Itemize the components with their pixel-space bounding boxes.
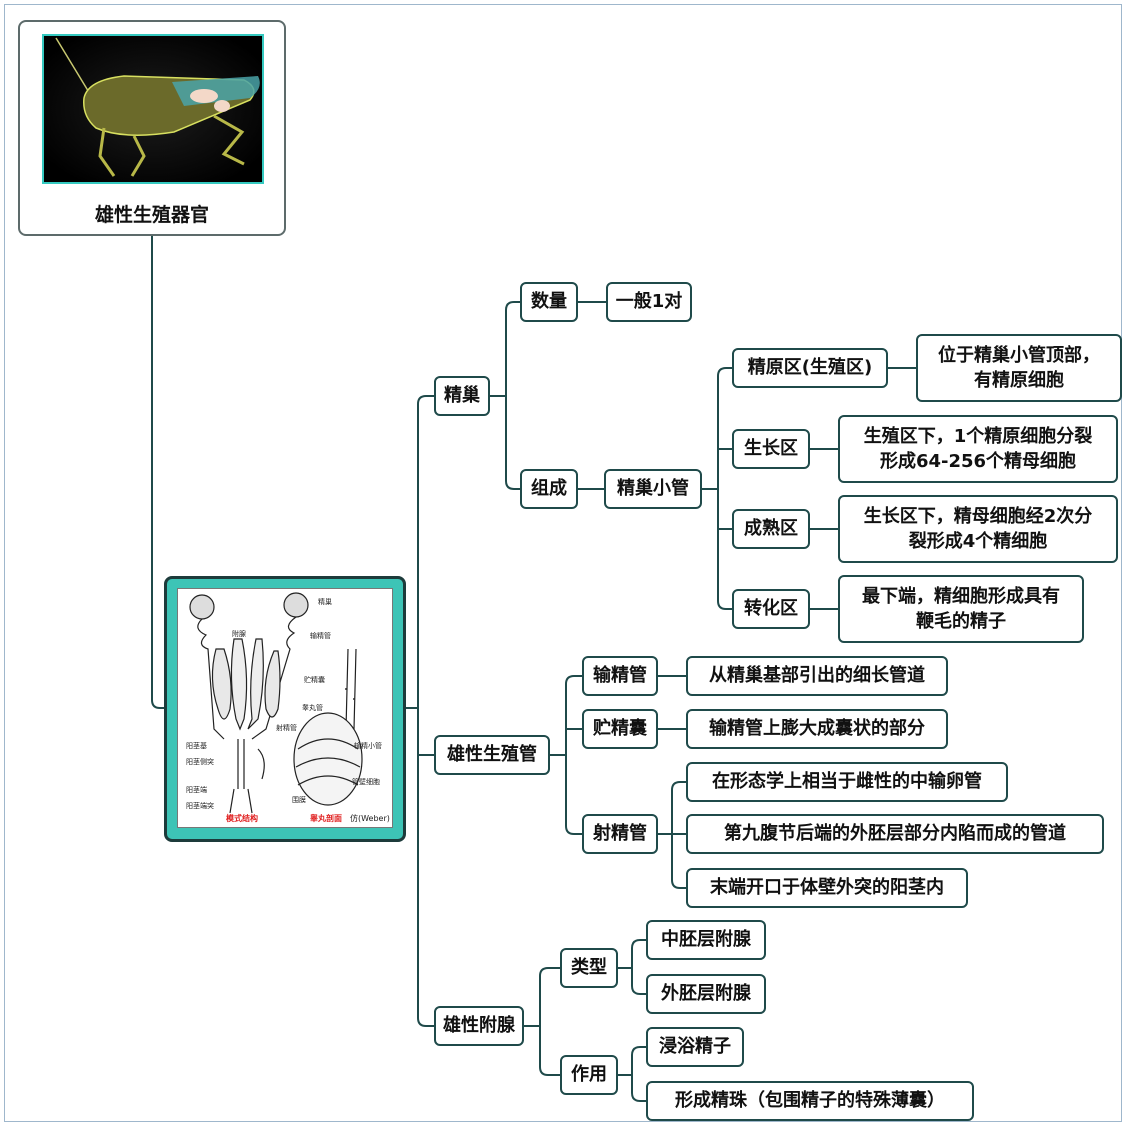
caption-section: 睾丸剖面: [310, 814, 342, 823]
node-ejac-desc3-label: 末端开口于体壁外突的阳茎内: [710, 877, 944, 899]
node-zone2-label: 生长区: [744, 438, 798, 460]
node-func1-label: 浸浴精子: [659, 1036, 731, 1058]
node-zone1-desc[interactable]: 位于精巢小管顶部， 有精原细胞: [916, 334, 1122, 402]
node-vesicle-label: 贮精囊: [593, 718, 647, 740]
node-type2[interactable]: 外胚层附腺: [646, 974, 766, 1014]
node-zone4-desc[interactable]: 最下端，精细胞形成具有 鞭毛的精子: [838, 575, 1084, 643]
node-count-value[interactable]: 一般1对: [606, 282, 692, 322]
node-tubule-label: 精巢小管: [617, 478, 689, 500]
node-composition[interactable]: 组成: [520, 469, 578, 509]
zone2-desc-line2: 形成64-256个精母细胞: [879, 451, 1077, 472]
reproductive-system-drawing: [189, 592, 363, 814]
node-func[interactable]: 作用: [560, 1055, 618, 1095]
node-vesicle-desc-label: 输精管上膨大成囊状的部分: [709, 718, 925, 740]
node-func2[interactable]: 形成精珠（包围精子的特殊薄囊）: [646, 1081, 974, 1121]
label-accessory-gland: 附腺: [232, 630, 246, 638]
node-tubule[interactable]: 精巢小管: [604, 469, 702, 509]
node-zone2-desc[interactable]: 生殖区下，1个精原细胞分裂 形成64-256个精母细胞: [838, 415, 1118, 483]
label-seminal-vesicle: 贮精囊: [304, 676, 325, 684]
zone4-desc-line2: 鞭毛的精子: [916, 611, 1006, 632]
node-testis-label: 精巢: [444, 385, 480, 407]
node-zone1[interactable]: 精原区(生殖区): [732, 348, 888, 388]
label-vas-deferens: 输精管: [310, 632, 331, 640]
node-func1[interactable]: 浸浴精子: [646, 1027, 744, 1067]
node-count[interactable]: 数量: [520, 282, 578, 322]
node-func-label: 作用: [571, 1064, 607, 1086]
node-duct-label: 雄性生殖管: [447, 744, 537, 766]
node-ejac-desc1-label: 在形态学上相当于雌性的中输卵管: [712, 771, 982, 793]
root-title: 雄性生殖器官: [94, 204, 209, 226]
node-vesicle-desc[interactable]: 输精管上膨大成囊状的部分: [686, 709, 948, 749]
label-aedeagus-end-process: 阳茎端突: [186, 802, 214, 810]
node-zone4-label: 转化区: [744, 598, 798, 620]
node-type[interactable]: 类型: [560, 948, 618, 988]
node-type1-label: 中胚层附腺: [661, 929, 751, 951]
node-zone3-label: 成熟区: [744, 518, 798, 540]
node-ejac-desc3[interactable]: 末端开口于体壁外突的阳茎内: [686, 868, 968, 908]
node-zone3-desc[interactable]: 生长区下，精母细胞经2次分 裂形成4个精细胞: [838, 495, 1118, 563]
label-membrane: 围膜: [292, 796, 306, 804]
label-aedeagus-base: 阳茎基: [186, 742, 207, 750]
canvas-frame: [4, 4, 1122, 1122]
node-type2-label: 外胚层附腺: [661, 983, 751, 1005]
node-gland-label: 雄性附腺: [443, 1015, 515, 1037]
node-func2-label: 形成精珠（包围精子的特殊薄囊）: [675, 1090, 945, 1112]
label-aedeagus-end: 阳茎端: [186, 786, 207, 794]
node-type1[interactable]: 中胚层附腺: [646, 920, 766, 960]
grasshopper-image: [42, 34, 264, 184]
node-gland[interactable]: 雄性附腺: [434, 1006, 524, 1046]
node-duct[interactable]: 雄性生殖管: [434, 735, 550, 775]
node-vas-label: 输精管: [593, 665, 647, 687]
node-ejac-label: 射精管: [593, 823, 647, 845]
label-aedeagus-side: 阳茎侧突: [186, 758, 214, 766]
node-composition-label: 组成: [531, 478, 567, 500]
zone3-desc-line1: 生长区下，精母细胞经2次分: [863, 505, 1093, 527]
node-vas[interactable]: 输精管: [582, 656, 658, 696]
node-vesicle[interactable]: 贮精囊: [582, 709, 658, 749]
zone1-desc-line1: 位于精巢小管顶部，: [938, 344, 1100, 366]
zone4-desc-line1: 最下端，精细胞形成具有: [862, 585, 1060, 607]
node-ejac-desc2[interactable]: 第九腹节后端的外胚层部分内陷而成的管道: [686, 814, 1104, 854]
zone3-desc-line2: 裂形成4个精细胞: [908, 531, 1048, 552]
node-ejac-desc1[interactable]: 在形态学上相当于雌性的中输卵管: [686, 762, 1008, 802]
root-node[interactable]: 雄性生殖器官: [18, 20, 286, 236]
label-vas-small: 输精小管: [354, 742, 382, 750]
node-vas-desc-label: 从精巢基部引出的细长管道: [709, 665, 925, 687]
caption-source: 仿(Weber): [350, 814, 390, 823]
label-testis: 精巢: [318, 598, 332, 606]
node-type-label: 类型: [571, 957, 607, 979]
anatomy-diagram: 精巢 附腺 输精管 贮精囊 射精管 睾丸管 输精小管 管壁细胞 阳茎基 阳茎侧突…: [177, 588, 393, 828]
node-zone3[interactable]: 成熟区: [732, 509, 810, 549]
anatomy-diagram-node[interactable]: 精巢 附腺 输精管 贮精囊 射精管 睾丸管 输精小管 管壁细胞 阳茎基 阳茎侧突…: [164, 576, 406, 842]
node-ejac[interactable]: 射精管: [582, 814, 658, 854]
label-ejaculatory-duct: 射精管: [276, 724, 297, 732]
node-zone1-label: 精原区(生殖区): [747, 357, 873, 379]
label-testis-tube: 睾丸管: [302, 704, 323, 712]
node-ejac-desc2-label: 第九腹节后端的外胚层部分内陷而成的管道: [724, 823, 1066, 845]
node-zone2[interactable]: 生长区: [732, 429, 810, 469]
node-count-label: 数量: [531, 291, 567, 313]
label-tube-wall-cell: 管壁细胞: [352, 778, 380, 786]
zone1-desc-line2: 有精原细胞: [974, 370, 1064, 391]
caption-model: 模式结构: [226, 814, 258, 823]
node-vas-desc[interactable]: 从精巢基部引出的细长管道: [686, 656, 948, 696]
zone2-desc-line1: 生殖区下，1个精原细胞分裂: [863, 425, 1093, 447]
node-count-value-label: 一般1对: [615, 291, 683, 313]
node-zone4[interactable]: 转化区: [732, 589, 810, 629]
node-testis[interactable]: 精巢: [434, 376, 490, 416]
